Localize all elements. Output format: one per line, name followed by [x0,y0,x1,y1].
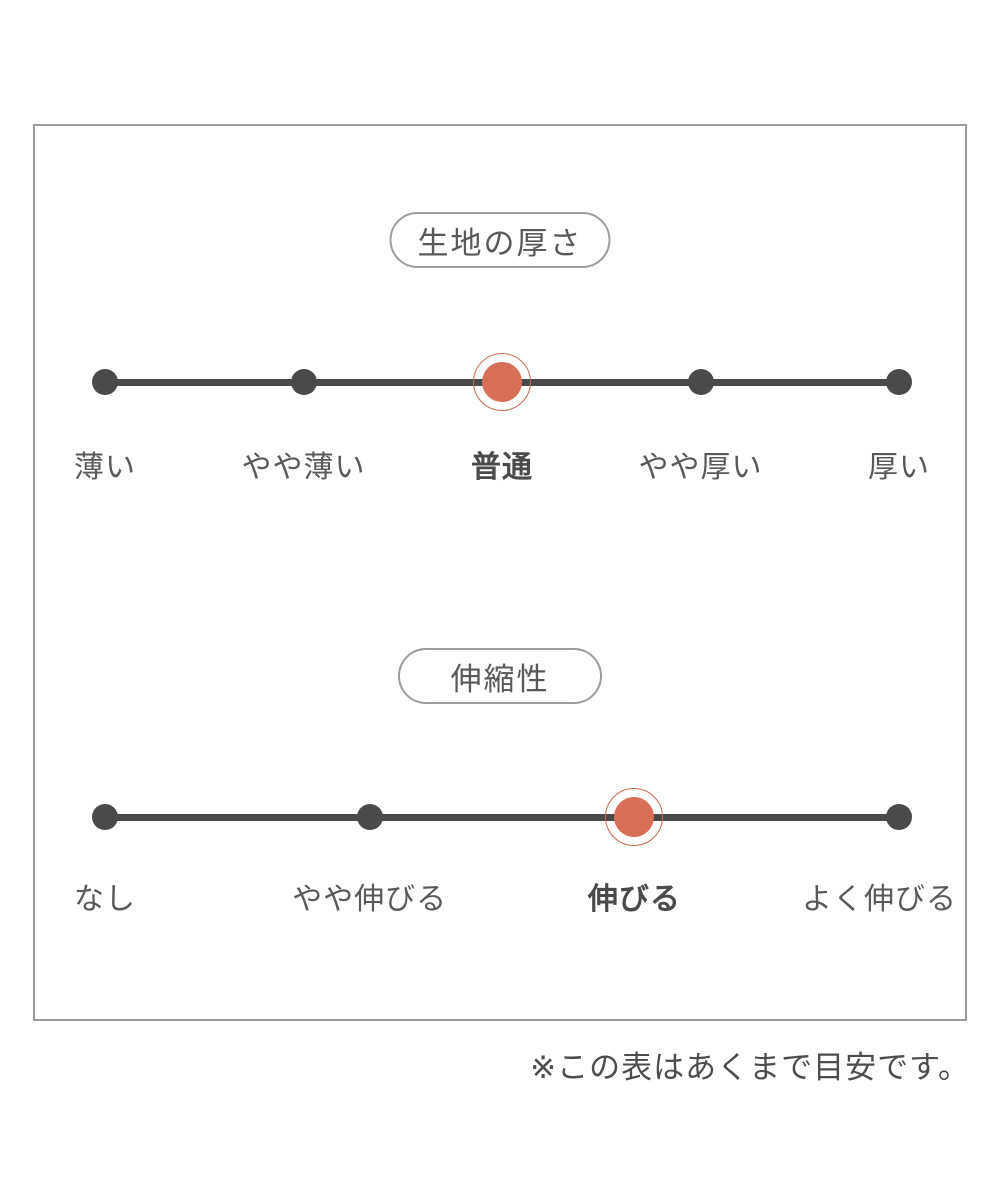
spec-chart-frame: 生地の厚さ 薄い やや薄い 普通 やや厚い 厚い 伸縮性 なし やや伸びる 伸びる よく伸びる [33,124,967,1021]
scale-label: なし [74,883,136,916]
scale-label: 薄い [74,451,136,484]
thickness-title-label: 生地の厚さ [417,225,583,261]
scale-label: 普通 [471,451,533,484]
disclaimer-note: ※この表はあくまで目安です。 [530,1050,970,1085]
scale-label: やや薄い [241,451,366,484]
scale-dot [886,804,912,830]
selected-dot-ring [473,353,531,411]
scale-label: やや厚い [638,451,763,484]
stretch-title-label: 伸縮性 [450,661,550,697]
scale-dot [92,369,118,395]
scale-label: 伸びる [587,883,681,916]
scale-label: 厚い [868,451,930,484]
scale-dot [92,804,118,830]
selected-dot [473,353,531,411]
scale-dot [290,369,317,395]
selected-dot-ring [605,788,664,846]
scale-track [105,813,899,821]
scale-dot [356,804,383,830]
scale-label: やや伸びる [292,883,448,916]
scale-dot [886,369,912,395]
scale-dot [687,369,714,395]
selected-dot [605,788,664,846]
thickness-title-pill: 生地の厚さ [389,212,611,268]
stretch-title-pill: 伸縮性 [398,648,602,704]
scale-label: よく伸びる [802,883,957,916]
